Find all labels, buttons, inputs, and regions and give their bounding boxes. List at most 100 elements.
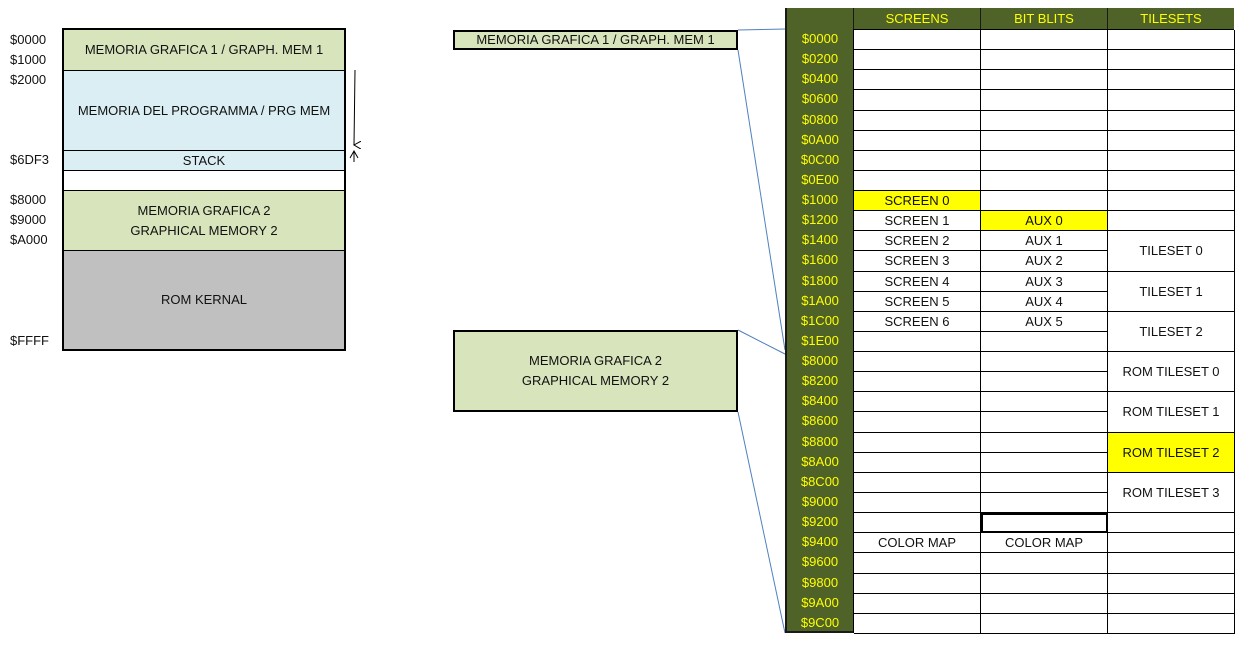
screens-cell — [854, 372, 981, 393]
tilesets-cell — [1108, 70, 1235, 91]
bitblits-cell — [981, 331, 1108, 353]
tileset-cell: ROM TILESET 1 — [1108, 392, 1235, 433]
bitblits-cell — [981, 432, 1108, 453]
memory-map: MEMORIA GRAFICA 1 / GRAPH. MEM 1 MEMORIA… — [62, 28, 346, 351]
address-cell: $1600 — [801, 252, 839, 268]
bitblits-cell — [981, 593, 1108, 614]
address-cell: $0200 — [801, 51, 839, 67]
screens-cell — [854, 573, 981, 594]
address-cell: $9A00 — [801, 594, 839, 610]
block-label: GRAPHICAL MEMORY 2 — [130, 222, 278, 238]
header-tilesets: TILESETS — [1107, 8, 1234, 29]
tilesets-cell — [1108, 90, 1235, 111]
graph-mem-1-box: MEMORIA GRAFICA 1 / GRAPH. MEM 1 — [453, 30, 738, 50]
address-label: $A000 — [10, 232, 48, 247]
address-cell: $1800 — [801, 272, 839, 288]
screens-cell — [854, 90, 981, 111]
address-cell: $1200 — [801, 212, 839, 228]
bitblits-cell — [981, 452, 1108, 473]
screens-cell — [854, 352, 981, 373]
tileset-label: ROM TILESET 1 — [1122, 404, 1220, 420]
tileset-label: TILESET 2 — [1139, 323, 1203, 339]
graph-mem-2-block: MEMORIA GRAFICA 2 GRAPHICAL MEMORY 2 — [64, 191, 344, 251]
address-cell: $8600 — [801, 413, 839, 429]
tilesets-cell — [1108, 50, 1235, 71]
rom-kernal-block: ROM KERNAL — [64, 251, 344, 349]
bitblits-cell — [981, 492, 1108, 514]
tileset-label: ROM TILESET 2 — [1122, 444, 1220, 460]
tileset-cell: TILESET 0 — [1108, 231, 1235, 272]
address-cell: $8C00 — [800, 473, 840, 489]
empty-block — [64, 171, 344, 191]
address-cell: $0600 — [801, 91, 839, 107]
connector-line — [737, 28, 786, 31]
screens-cell: SCREEN 0 — [854, 191, 981, 212]
bitblits-cell — [981, 553, 1108, 574]
bitblits-cell — [981, 573, 1108, 594]
address-column: $0000$0200$0400$0600$0800$0A00$0C00$0E00… — [785, 29, 853, 633]
header-screens: SCREENS — [853, 8, 980, 29]
address-cell: $8800 — [801, 433, 839, 449]
screens-cell — [854, 492, 981, 514]
table-header: SCREENS BIT BLITS TILESETS — [785, 8, 1234, 29]
address-cell: $9C00 — [800, 614, 840, 630]
screens-cell — [854, 472, 981, 493]
bitblits-cell — [981, 90, 1108, 111]
screens-cell — [854, 452, 981, 473]
screens-cell — [854, 613, 981, 634]
address-label: $FFFF — [10, 333, 49, 348]
bitblits-cell: AUX 3 — [981, 271, 1108, 292]
bitblits-cell — [981, 191, 1108, 212]
header-bit-blits: BIT BLITS — [980, 8, 1107, 29]
box-label: GRAPHICAL MEMORY 2 — [521, 373, 670, 388]
address-cell: $8400 — [801, 393, 839, 409]
address-cell: $8200 — [801, 373, 839, 389]
address-label: $0000 — [10, 32, 47, 47]
address-cell: $0A00 — [801, 131, 839, 147]
tileset-cell: ROM TILESET 2 — [1108, 432, 1235, 473]
tilesets-cell — [1108, 593, 1235, 614]
bitblits-cell — [981, 70, 1108, 91]
connector-line — [737, 411, 786, 634]
screens-cell: SCREEN 3 — [854, 251, 981, 272]
bitblits-cell — [981, 30, 1108, 51]
header-corner — [785, 8, 853, 29]
connector-line — [737, 329, 786, 355]
tilesets-cell — [1108, 110, 1235, 131]
address-cell: $1400 — [801, 232, 839, 248]
screens-cell: SCREEN 2 — [854, 231, 981, 252]
block-label: MEMORIA GRAFICA 1 / GRAPH. MEM 1 — [84, 42, 324, 57]
address-cell: $9800 — [801, 574, 839, 590]
address-cell: $1E00 — [801, 332, 839, 348]
address-cell: $1A00 — [801, 292, 839, 308]
block-label: MEMORIA GRAFICA 2 — [137, 202, 271, 218]
screens-cell — [854, 392, 981, 413]
tilesets-cell — [1108, 211, 1235, 232]
screens-cell — [854, 513, 981, 534]
program-memory-block: MEMORIA DEL PROGRAMMA / PRG MEM — [64, 71, 344, 151]
address-cell: $8000 — [801, 353, 839, 369]
bitblits-cell — [981, 170, 1108, 192]
tilesets-cell — [1108, 573, 1235, 594]
address-cell: $9000 — [801, 493, 839, 509]
memory-table: SCREENS BIT BLITS TILESETS $0000$0200$04… — [785, 8, 1235, 634]
address-label: $9000 — [10, 212, 47, 227]
tileset-label: TILESET 0 — [1139, 243, 1203, 259]
tilesets-cell — [1108, 513, 1235, 534]
stack-block: STACK — [64, 151, 344, 171]
tilesets-cell — [1108, 30, 1235, 51]
address-label: $2000 — [10, 72, 47, 87]
address-cell: $0000 — [801, 31, 839, 46]
block-label: MEMORIA DEL PROGRAMMA / PRG MEM — [77, 102, 331, 118]
block-label: ROM KERNAL — [161, 292, 247, 307]
address-label: $8000 — [10, 192, 47, 207]
connector-line — [737, 49, 786, 351]
screens-cell — [854, 150, 981, 171]
bitblits-cell — [981, 392, 1108, 413]
tileset-cell: TILESET 2 — [1108, 311, 1235, 353]
bitblits-cell — [981, 50, 1108, 71]
tileset-cell: ROM TILESET 0 — [1108, 352, 1235, 393]
tileset-cell: TILESET 1 — [1108, 271, 1235, 312]
screens-cell — [854, 130, 981, 151]
